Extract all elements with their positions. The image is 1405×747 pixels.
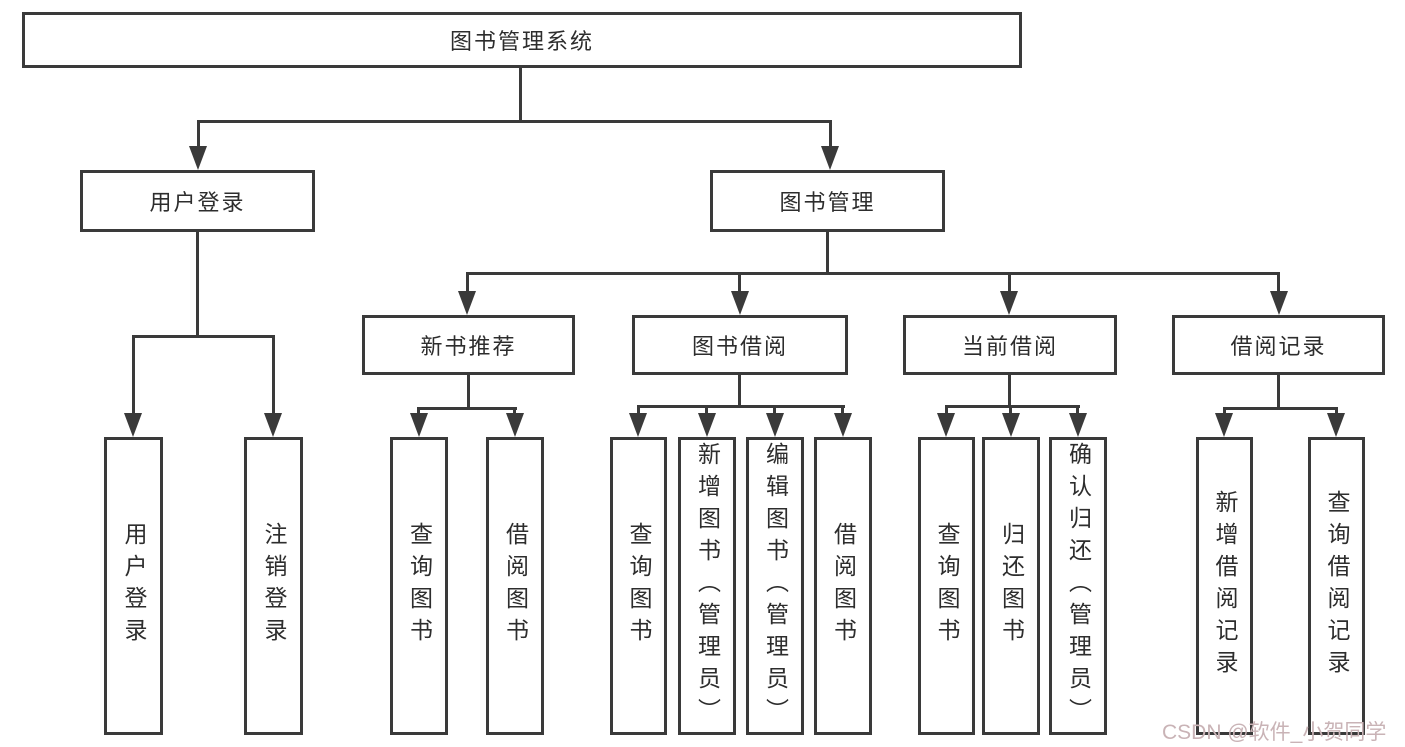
arrowhead-down-icon — [821, 146, 839, 170]
leaf-logout: 注销登录 — [244, 437, 303, 735]
node-label: 查询图书 — [626, 522, 652, 650]
watermark-text: CSDN @软件_小贺同学 — [1162, 721, 1387, 744]
arrowhead-down-icon — [698, 413, 716, 437]
arrowhead-down-icon — [506, 413, 524, 437]
leaf-borrow-books-2: 借阅图书 — [814, 437, 872, 735]
leaf-edit-books-admin: 编辑图书（管理员） — [746, 437, 804, 735]
connector-line — [197, 120, 200, 146]
node-user-login: 用户登录 — [80, 170, 315, 232]
connector-line — [196, 232, 199, 335]
connector-line — [417, 407, 420, 413]
node-label: 确认归还（管理员） — [1065, 442, 1092, 730]
node-label: 借阅图书 — [830, 522, 857, 650]
arrowhead-down-icon — [1327, 413, 1345, 437]
connector-line — [467, 375, 470, 407]
leaf-query-books-1: 查询图书 — [390, 437, 448, 735]
arrowhead-down-icon — [410, 413, 428, 437]
connector-line — [1076, 405, 1079, 413]
connector-line — [773, 405, 776, 413]
node-label: 用户登录 — [149, 190, 246, 215]
leaf-return-books: 归还图书 — [982, 437, 1040, 735]
connector-line — [197, 120, 832, 123]
node-label: 图书借阅 — [691, 334, 788, 359]
arrowhead-down-icon — [766, 413, 784, 437]
connector-line — [637, 405, 845, 408]
node-book-borrowing: 图书借阅 — [632, 315, 848, 375]
node-label: 新增图书（管理员） — [694, 442, 721, 730]
node-label: 借阅图书 — [502, 522, 529, 650]
node-label: 注销登录 — [261, 522, 287, 650]
connector-line — [1008, 272, 1011, 291]
node-label: 查询图书 — [934, 522, 960, 650]
connector-line — [519, 68, 522, 120]
connector-line — [466, 272, 469, 291]
leaf-add-borrow-record: 新增借阅记录 — [1196, 437, 1253, 735]
connector-line — [1008, 375, 1011, 405]
connector-line — [1277, 272, 1280, 291]
connector-line — [132, 335, 135, 413]
node-current-borrowing: 当前借阅 — [903, 315, 1117, 375]
connector-line — [1009, 405, 1012, 413]
arrowhead-down-icon — [731, 291, 749, 315]
connector-line — [705, 405, 708, 413]
connector-line — [841, 405, 844, 413]
connector-line — [1223, 407, 1226, 413]
node-new-book-recommend: 新书推荐 — [362, 315, 575, 375]
node-label: 编辑图书（管理员） — [762, 442, 789, 730]
connector-line — [417, 407, 517, 410]
leaf-confirm-return-admin: 确认归还（管理员） — [1049, 437, 1107, 735]
arrowhead-down-icon — [458, 291, 476, 315]
connector-line — [738, 375, 741, 405]
connector-line — [637, 405, 640, 413]
arrowhead-down-icon — [1069, 413, 1087, 437]
node-label: 查询图书 — [406, 522, 433, 650]
connector-line — [466, 272, 1280, 275]
connector-line — [826, 232, 829, 272]
connector-line — [1335, 407, 1338, 413]
arrowhead-down-icon — [629, 413, 647, 437]
connector-line — [272, 335, 275, 413]
arrowhead-down-icon — [1215, 413, 1233, 437]
connector-line — [1277, 375, 1280, 407]
node-label: 归还图书 — [998, 522, 1025, 650]
leaf-query-borrow-record: 查询借阅记录 — [1308, 437, 1365, 735]
node-label: 用户登录 — [121, 522, 147, 650]
node-label: 新书推荐 — [420, 334, 517, 359]
leaf-add-books-admin: 新增图书（管理员） — [678, 437, 736, 735]
connector-line — [945, 405, 1080, 408]
connector-line — [738, 272, 741, 291]
connector-line — [945, 405, 948, 413]
node-label: 当前借阅 — [961, 334, 1058, 359]
node-book-management: 图书管理 — [710, 170, 945, 232]
arrowhead-down-icon — [1000, 291, 1018, 315]
connector-line — [513, 407, 516, 413]
node-label: 图书管理系统 — [449, 29, 594, 54]
arrowhead-down-icon — [834, 413, 852, 437]
leaf-user-login: 用户登录 — [104, 437, 163, 735]
arrowhead-down-icon — [189, 146, 207, 170]
leaf-query-books-3: 查询图书 — [918, 437, 975, 735]
arrowhead-down-icon — [1270, 291, 1288, 315]
connector-line — [829, 120, 832, 146]
arrowhead-down-icon — [124, 413, 142, 437]
node-label: 查询借阅记录 — [1324, 490, 1350, 682]
node-label: 图书管理 — [779, 190, 876, 215]
node-root: 图书管理系统 — [22, 12, 1022, 68]
connector-line — [132, 335, 275, 338]
arrowhead-down-icon — [1002, 413, 1020, 437]
arrowhead-down-icon — [937, 413, 955, 437]
leaf-borrow-books-1: 借阅图书 — [486, 437, 544, 735]
connector-line — [1223, 407, 1338, 410]
node-label: 借阅记录 — [1230, 334, 1327, 359]
arrowhead-down-icon — [264, 413, 282, 437]
node-label: 新增借阅记录 — [1212, 490, 1238, 682]
leaf-query-books-2: 查询图书 — [610, 437, 667, 735]
node-borrowing-records: 借阅记录 — [1172, 315, 1385, 375]
